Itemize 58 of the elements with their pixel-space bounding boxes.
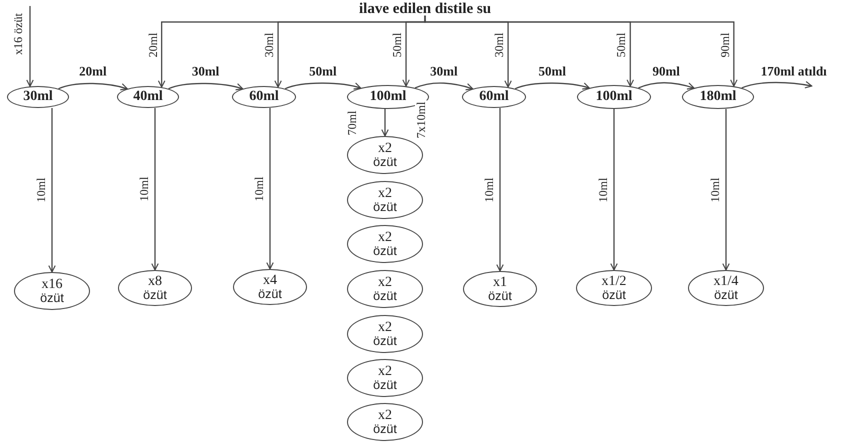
edge-label: 20ml <box>78 64 108 78</box>
arrow <box>514 82 590 90</box>
ellipse-node: x1/2 özüt <box>576 270 652 306</box>
ellipse-node: x2 özüt <box>347 270 423 308</box>
arrow <box>610 109 618 271</box>
edge-label: x16 özüt <box>12 12 24 56</box>
edge-label: 70ml <box>346 109 358 136</box>
ellipse-node: x1 özüt <box>463 271 537 307</box>
arrow <box>424 16 738 87</box>
ellipse-node: x1/4 özüt <box>688 270 764 306</box>
edge-label: 90ml <box>718 32 731 58</box>
edge-label: 10ml <box>709 176 721 203</box>
note-label: 7x10ml <box>415 100 427 140</box>
edge-label: 30ml <box>263 32 276 58</box>
arrow <box>48 108 56 273</box>
ellipse-node: x2 özüt <box>347 225 423 263</box>
arrow <box>26 6 34 87</box>
ellipse-node: 60ml <box>462 86 526 108</box>
edge-label: 10ml <box>253 175 265 202</box>
ellipse-node: 40ml <box>117 86 179 108</box>
edge-label: 10ml <box>483 176 495 203</box>
arrow <box>266 108 274 270</box>
ellipse-node: x2 özüt <box>347 136 423 174</box>
ellipse-node: x4 özüt <box>233 269 307 305</box>
edge-label: 50ml <box>538 64 567 78</box>
ellipse-node: x2 özüt <box>347 403 423 441</box>
edge-label: 50ml <box>391 32 404 58</box>
arrow <box>638 82 695 90</box>
ellipse-node: x16 özüt <box>14 272 90 310</box>
arrow <box>58 82 128 91</box>
arrow <box>742 81 812 89</box>
ellipse-node: 30ml <box>7 86 69 108</box>
ellipse-node: x2 özüt <box>347 359 423 397</box>
arrow <box>284 82 362 90</box>
ellipse-node: 60ml <box>232 86 296 108</box>
ellipse-node: 180ml <box>682 85 754 109</box>
edge-label: 30ml <box>493 32 506 58</box>
ellipse-node: 100ml <box>577 85 651 109</box>
arrow <box>381 109 389 137</box>
edge-label: 30ml <box>190 64 220 78</box>
ellipse-node: x2 özüt <box>347 315 423 353</box>
ellipse-node: x8 özüt <box>118 270 192 306</box>
edge-label: 10ml <box>138 176 150 202</box>
arrow <box>722 109 730 271</box>
edge-label: 50ml <box>615 32 628 58</box>
edge-label: 50ml <box>308 64 338 78</box>
arrow <box>151 108 159 271</box>
ellipse-node: x2 özüt <box>347 181 423 219</box>
edge-label: 10ml <box>597 176 609 203</box>
arrow <box>414 82 474 90</box>
heading-text: ilave edilen distile su <box>359 2 492 16</box>
edge-label: 170ml atıldı <box>760 64 828 78</box>
edge-label: 30ml <box>429 64 459 78</box>
arrow <box>496 108 504 272</box>
edge-label: 10ml <box>35 176 47 204</box>
edge-label: 20ml <box>146 32 159 58</box>
edge-label: 90ml <box>651 64 681 78</box>
arrow <box>168 82 244 91</box>
